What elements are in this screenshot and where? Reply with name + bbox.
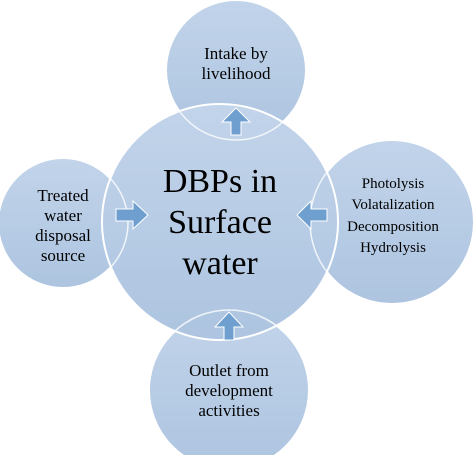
bottom-line-2: development (185, 381, 273, 401)
left-line-4: source (40, 246, 86, 266)
arrow-to-top (220, 107, 252, 136)
top-line-2: livelihood (201, 64, 271, 84)
arrow-from-right (296, 199, 328, 231)
right-line-3: Decomposition (347, 218, 439, 235)
center-circle (101, 103, 339, 341)
center-line-1: DBPs in (162, 163, 278, 200)
bottom-label: Outlet from development activities (160, 361, 298, 421)
right-label: Photolysis Volatalization Decomposition … (334, 174, 452, 259)
arrow-from-bottom (213, 311, 245, 341)
left-line-3: disposal (35, 226, 91, 246)
bottom-line-1: Outlet from (189, 361, 269, 380)
right-line-1: Photolysis (361, 176, 425, 192)
left-line-1: Treated (37, 186, 89, 205)
top-label: Intake by livelihood (176, 44, 296, 84)
right-line-2: Volatalization (351, 197, 435, 214)
center-label: DBPs in Surface water (130, 162, 310, 284)
bottom-line-3: activities (198, 401, 260, 421)
left-line-2: water (44, 206, 82, 226)
left-label: Treated water disposal source (8, 186, 118, 266)
center-line-3: water (182, 244, 258, 282)
right-line-4: Hydrolysis (360, 239, 426, 256)
center-line-2: Surface (168, 203, 272, 241)
top-line-1: Intake by (204, 44, 268, 63)
arrow-from-left (115, 199, 149, 231)
